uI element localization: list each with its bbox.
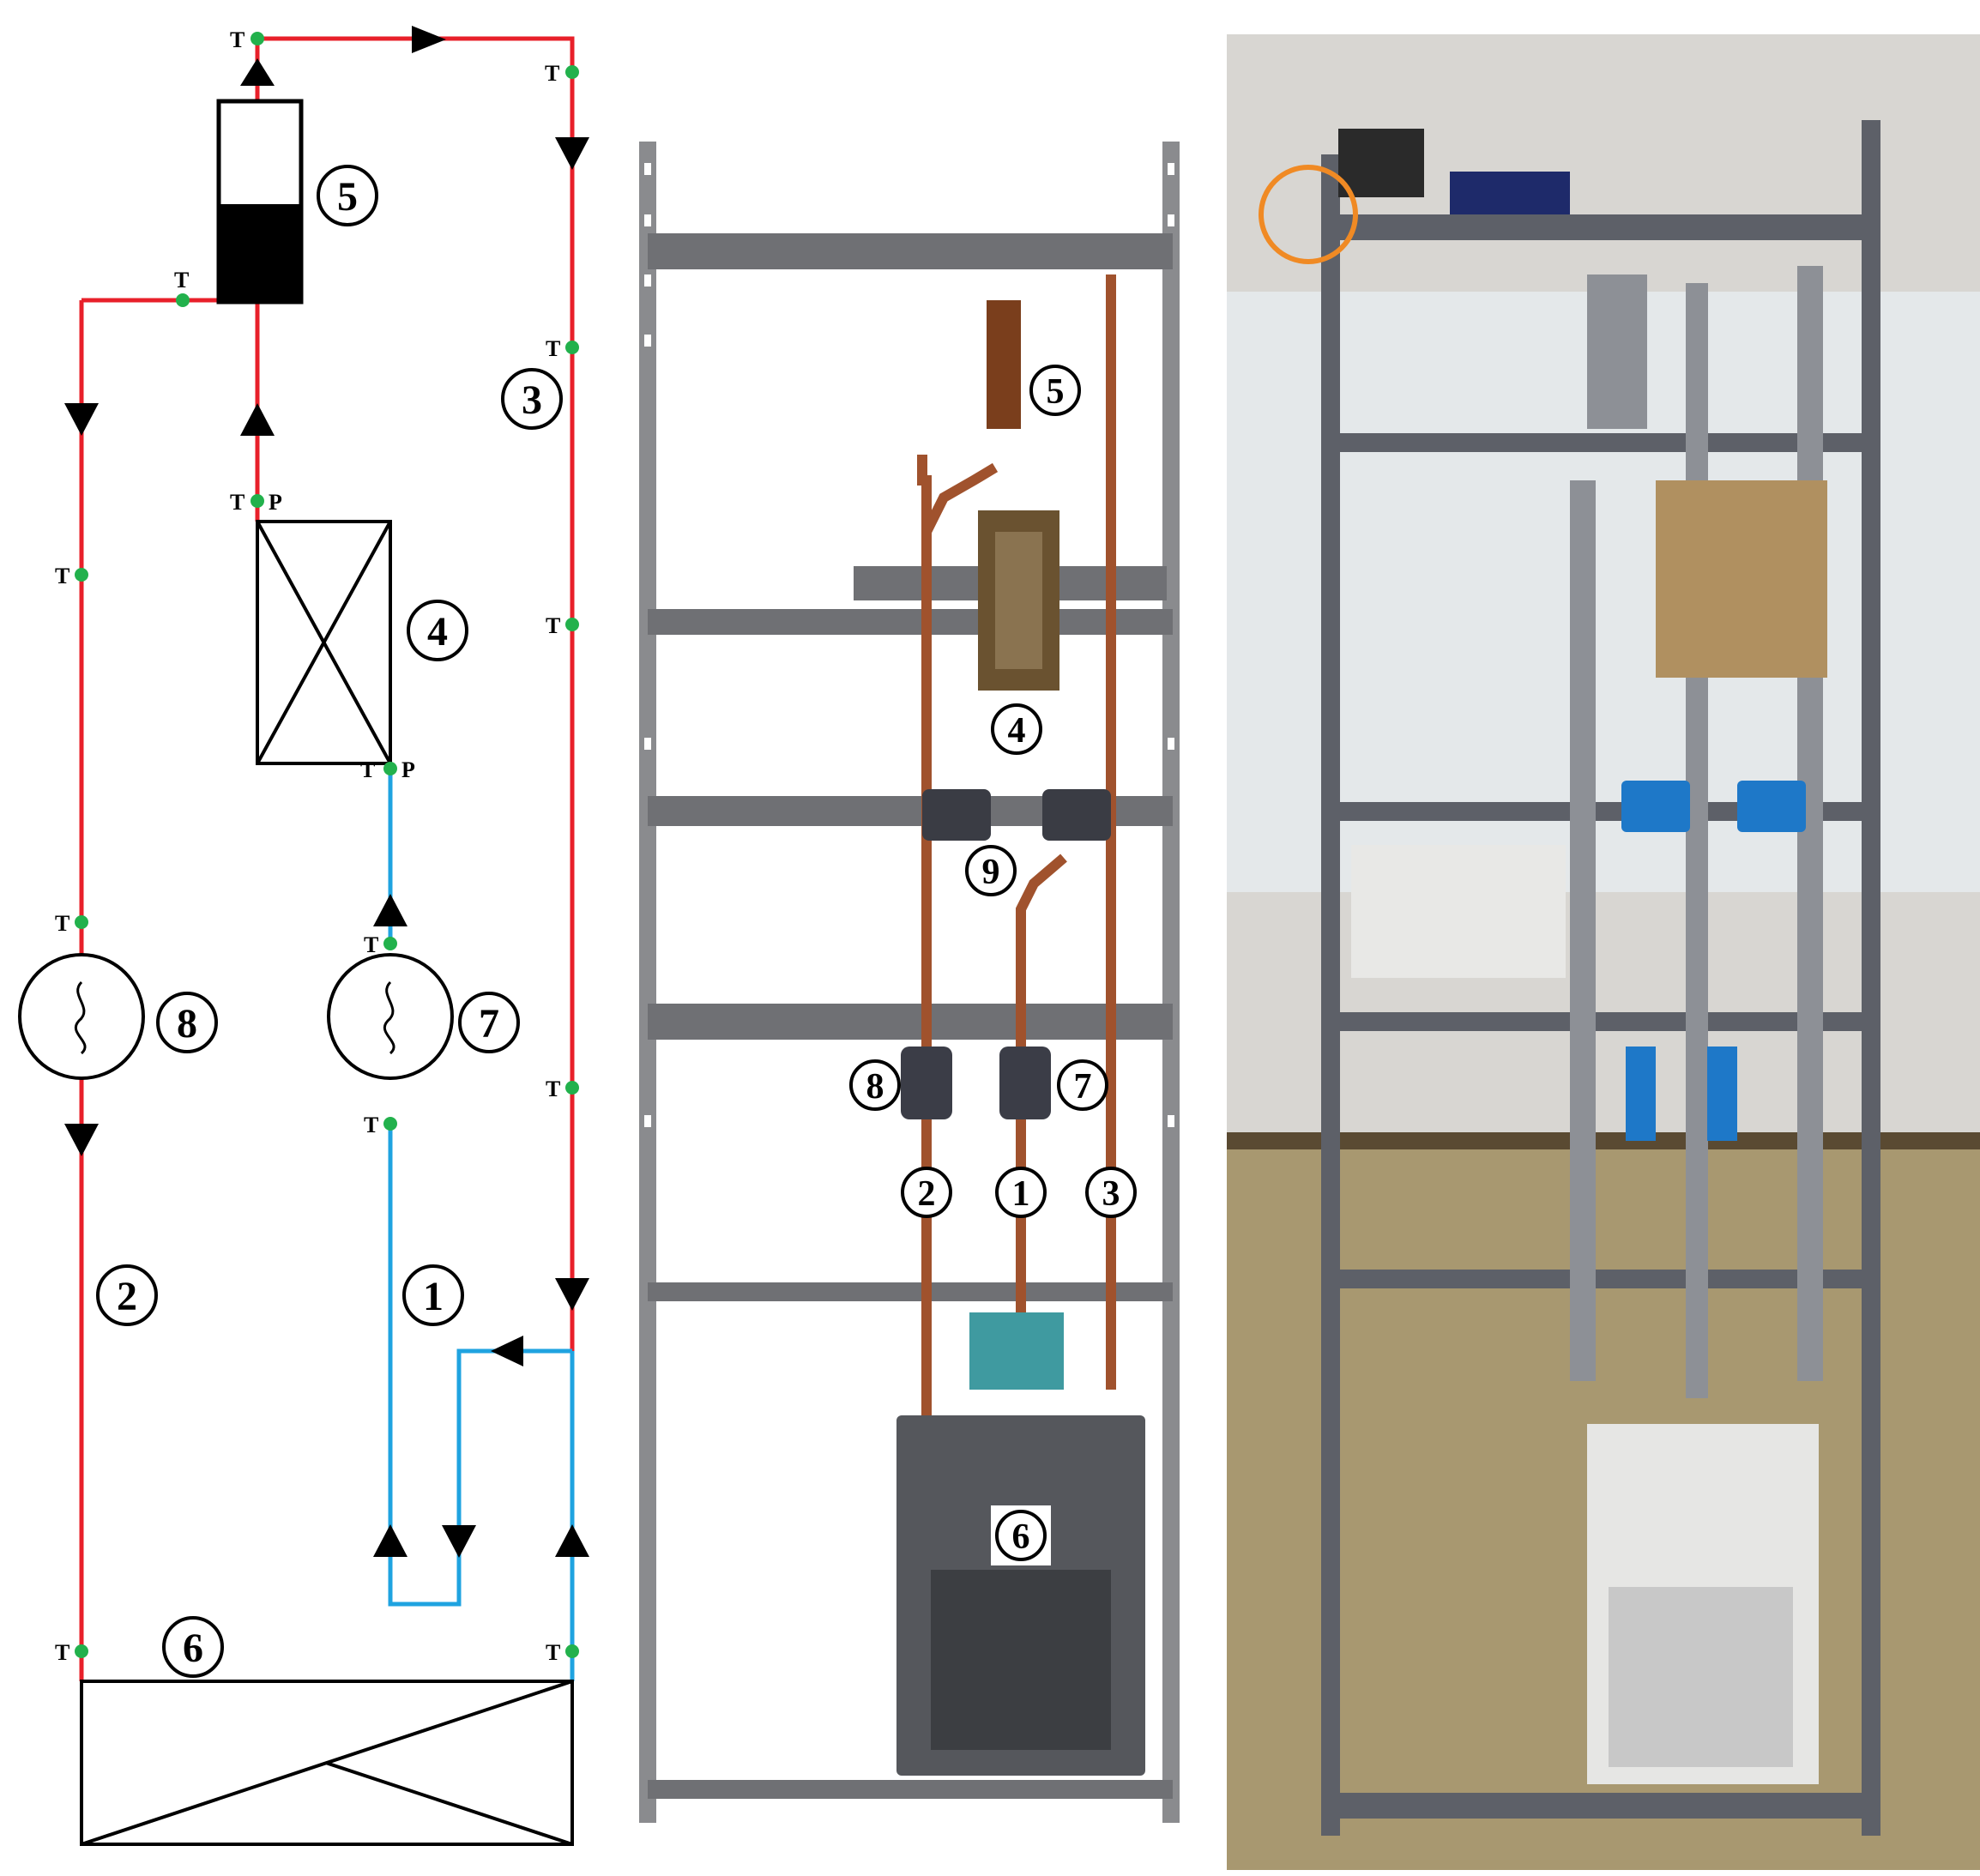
- sensor-label-t: T: [360, 757, 375, 782]
- arrow-icon: [555, 1524, 589, 1557]
- sensor-label-t: T: [545, 61, 559, 86]
- sensor-label-t: T: [546, 613, 560, 638]
- svg-text:2: 2: [117, 1274, 137, 1319]
- rig-photograph: [1227, 34, 1980, 1870]
- chiller-6: [80, 1680, 574, 1846]
- sensor-label-t: T: [546, 336, 560, 361]
- sensor-label-t: T: [230, 27, 244, 52]
- sensor-label-t: T: [230, 490, 244, 515]
- svg-text:5: 5: [1047, 372, 1065, 412]
- arrow-icon: [64, 403, 99, 436]
- flowmeter-9-units: [922, 789, 1111, 841]
- callout-3: 3: [501, 368, 563, 430]
- rack-shelves: [648, 233, 1173, 1799]
- sensor-label-t: T: [174, 268, 189, 293]
- sensor-label-t: T: [55, 564, 69, 588]
- hot-piping: [79, 36, 575, 1681]
- render-callout-5: 5: [1029, 365, 1081, 416]
- svg-text:5: 5: [337, 174, 358, 220]
- arrow-icon: [555, 137, 589, 170]
- sensor-label-t: T: [55, 911, 69, 936]
- manifold-5: [987, 300, 1021, 429]
- heat-exchanger-4: [256, 520, 392, 765]
- svg-text:8: 8: [177, 1001, 197, 1047]
- sensor-label-t: T: [364, 1113, 378, 1137]
- render-callout-3: 3: [1085, 1167, 1137, 1218]
- render-callout-1: 1: [995, 1167, 1047, 1218]
- chiller-unit-6: [896, 1312, 1145, 1776]
- render-callout-2: 2: [901, 1167, 952, 1218]
- arrow-icon: [412, 26, 446, 53]
- callout-2: 2: [96, 1264, 158, 1326]
- sensor-label-p: P: [401, 757, 415, 782]
- sensor-label-t: T: [546, 1640, 560, 1665]
- arrow-icon: [442, 1525, 476, 1558]
- svg-text:7: 7: [1074, 1067, 1092, 1107]
- render-callout-4: 4: [991, 703, 1042, 755]
- separator-5: [216, 99, 304, 305]
- render-callout-7: 7: [1057, 1059, 1108, 1111]
- flowmeter-8: [18, 953, 145, 1080]
- svg-text:1: 1: [423, 1274, 444, 1319]
- render-callout-8: 8: [849, 1059, 901, 1111]
- callout-6: 6: [162, 1616, 224, 1678]
- sensor-label-t: T: [546, 1077, 560, 1101]
- render-callout-6: 6: [991, 1505, 1051, 1565]
- sensor-label-t: T: [55, 1640, 69, 1665]
- arrow-icon: [373, 894, 407, 926]
- render-callout-9: 9: [965, 845, 1017, 896]
- sensor-label-p: P: [269, 490, 282, 515]
- callout-4: 4: [407, 600, 468, 661]
- pumps: [901, 1047, 1051, 1119]
- sensor-dots: [75, 32, 579, 1658]
- svg-text:1: 1: [1012, 1174, 1030, 1214]
- flow-arrows: [64, 26, 589, 1558]
- svg-text:3: 3: [522, 377, 542, 423]
- arrow-icon: [240, 403, 275, 436]
- arrow-icon: [491, 1336, 523, 1366]
- loop-schematic: T T T T T P T T T P T T T T T T 5 3 4 8: [18, 26, 589, 1846]
- arrow-icon: [240, 58, 275, 86]
- callout-8: 8: [156, 992, 218, 1053]
- svg-text:6: 6: [183, 1626, 203, 1671]
- svg-text:3: 3: [1102, 1174, 1120, 1214]
- svg-text:7: 7: [479, 1001, 499, 1047]
- exchanger-4: [978, 510, 1059, 691]
- arrow-icon: [555, 1278, 589, 1311]
- svg-text:2: 2: [918, 1174, 936, 1214]
- callout-5: 5: [317, 165, 378, 226]
- flowmeter-7: [327, 953, 454, 1080]
- svg-text:4: 4: [427, 609, 448, 654]
- arrow-icon: [373, 1524, 407, 1557]
- rig-rendering: 5 4 9 8 7 2 1 3: [639, 142, 1180, 1823]
- svg-text:4: 4: [1008, 711, 1026, 751]
- callout-1: 1: [402, 1264, 464, 1326]
- sensor-label-t: T: [364, 932, 378, 957]
- cold-piping: [388, 763, 575, 1681]
- svg-text:6: 6: [1012, 1517, 1030, 1557]
- callout-7: 7: [458, 992, 520, 1053]
- svg-text:8: 8: [866, 1067, 884, 1107]
- rack-uprights: [639, 142, 1180, 1823]
- arrow-icon: [64, 1124, 99, 1156]
- svg-text:9: 9: [982, 853, 1000, 892]
- copper-pipes: [917, 274, 1116, 1458]
